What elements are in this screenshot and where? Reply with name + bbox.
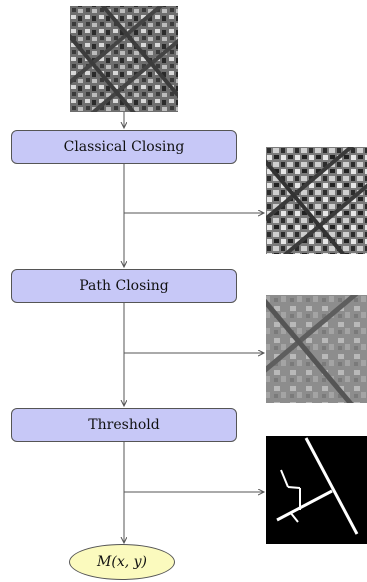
path-closing-box: Path Closing xyxy=(11,269,237,303)
path-closing-result-image xyxy=(266,295,367,403)
output-ellipse: M(x, y) xyxy=(69,544,175,580)
threshold-result-image xyxy=(266,436,367,544)
classical-closing-box: Classical Closing xyxy=(11,130,237,164)
threshold-box: Threshold xyxy=(11,408,237,442)
path-closing-label: Path Closing xyxy=(79,278,169,294)
classical-closing-result-image xyxy=(266,147,367,254)
input-aerial-image xyxy=(70,6,178,112)
output-label: M(x, y) xyxy=(97,554,147,570)
classical-closing-label: Classical Closing xyxy=(63,139,185,155)
threshold-label: Threshold xyxy=(88,417,160,433)
